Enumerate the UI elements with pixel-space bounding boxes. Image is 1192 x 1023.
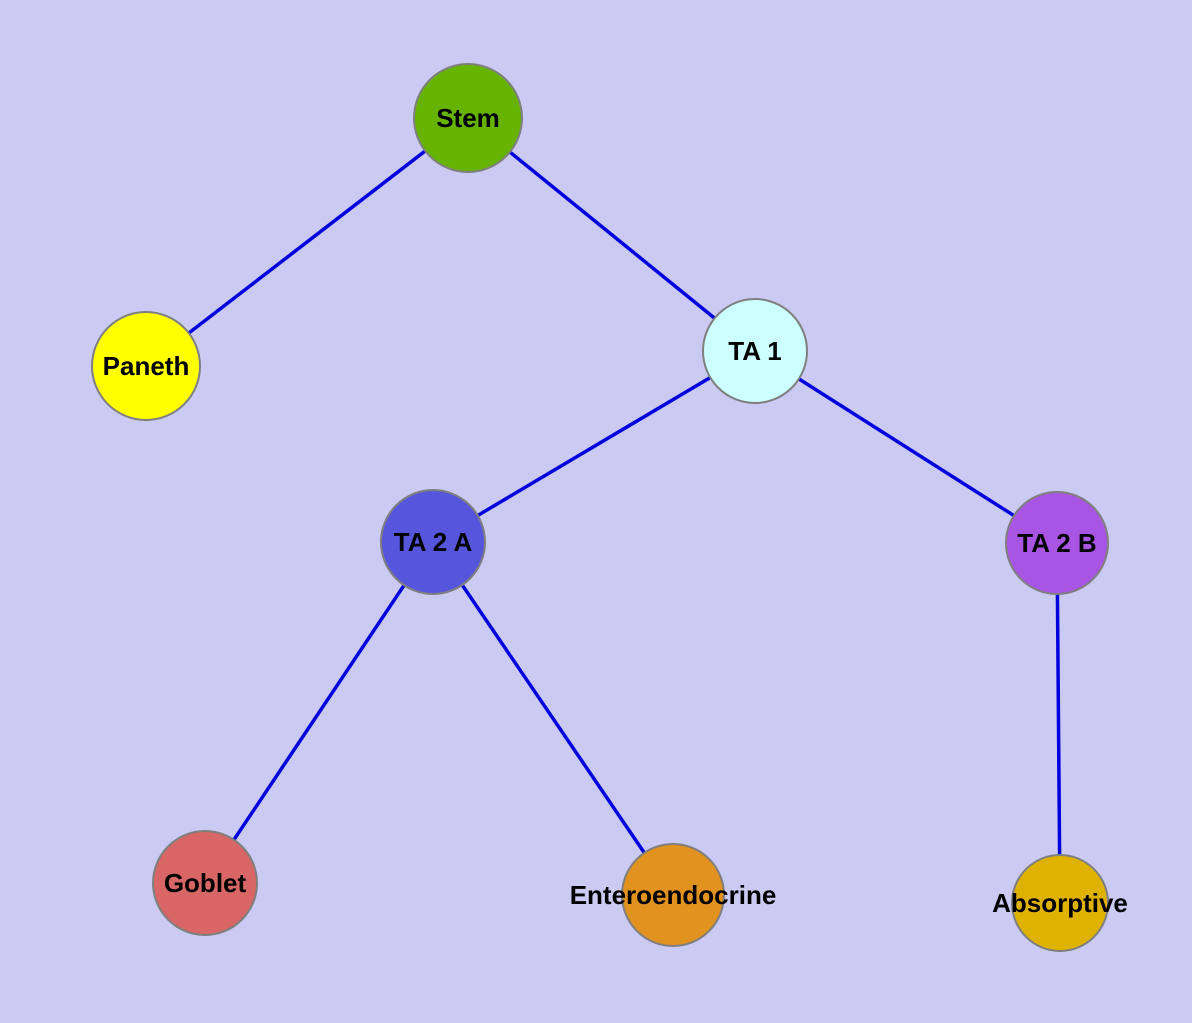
edge-ta1-ta2b <box>754 349 1058 545</box>
edge-stem-paneth <box>144 116 470 368</box>
node-absorptive-circle[interactable] <box>1011 854 1109 952</box>
node-ta2b-circle[interactable] <box>1005 491 1109 595</box>
edge-ta2b-absorptive <box>1055 542 1062 904</box>
node-ta1[interactable]: TA 1 <box>702 298 808 404</box>
node-paneth-circle[interactable] <box>91 311 201 421</box>
node-absorptive[interactable]: Absorptive <box>992 854 1128 952</box>
node-ta2a-circle[interactable] <box>380 489 486 595</box>
node-ta2b[interactable]: TA 2 B <box>1005 491 1109 595</box>
node-enteroendocrine-circle[interactable] <box>621 843 725 947</box>
node-ta1-circle[interactable] <box>702 298 808 404</box>
edge-ta2a-enteroendocrine <box>431 541 675 896</box>
node-paneth[interactable]: Paneth <box>91 311 201 421</box>
edge-stem-ta1 <box>466 116 757 353</box>
node-enteroendocrine[interactable]: Enteroendocrine <box>570 843 777 947</box>
node-goblet[interactable]: Goblet <box>152 830 258 936</box>
edge-ta2a-goblet <box>203 541 435 884</box>
node-ta2a[interactable]: TA 2 A <box>380 489 486 595</box>
edge-ta1-ta2a <box>432 349 756 544</box>
edge-layer <box>144 116 1062 904</box>
node-stem[interactable]: Stem <box>413 63 523 173</box>
node-stem-circle[interactable] <box>413 63 523 173</box>
node-goblet-circle[interactable] <box>152 830 258 936</box>
